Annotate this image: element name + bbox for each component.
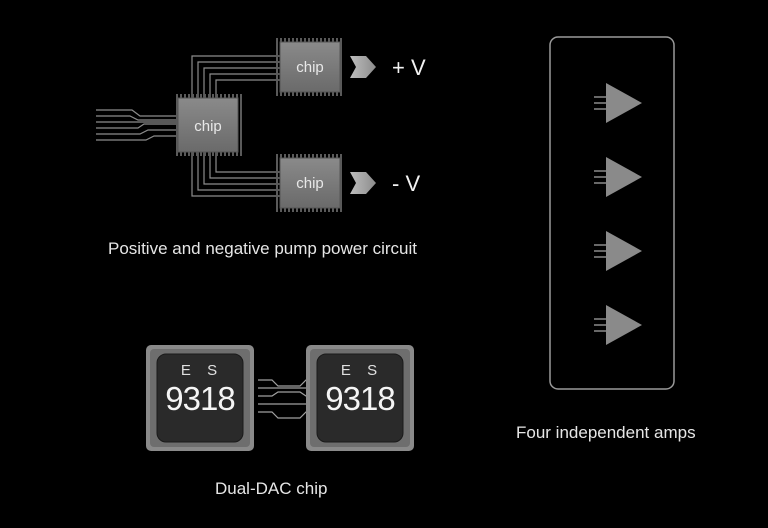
- dac-model-label: 9318: [165, 380, 234, 417]
- amp-icon: [594, 231, 642, 271]
- dac-link-traces: [258, 379, 312, 419]
- amps-panel: [549, 36, 675, 390]
- amp-icon: [594, 305, 642, 345]
- amp-list: [594, 83, 642, 345]
- chip-label: chip: [296, 59, 324, 76]
- arrow-right-icon: [350, 56, 376, 78]
- pump-circuit-caption: Positive and negative pump power circuit: [108, 239, 417, 258]
- dac-brand-label: E S: [341, 362, 383, 379]
- dac-model-label: 9318: [325, 380, 394, 417]
- chip-label: chip: [194, 118, 222, 135]
- dac-group: E S 9318 E S 9318: [146, 345, 414, 451]
- upper-traces: [191, 55, 280, 98]
- negative-voltage-label: - V: [392, 171, 420, 196]
- dac-caption: Dual-DAC chip: [215, 479, 328, 498]
- pump-chip-negative: chip: [276, 154, 344, 212]
- dac-brand-label: E S: [181, 362, 223, 379]
- chip-label: chip: [296, 175, 324, 192]
- amps-caption: Four independent amps: [516, 423, 696, 442]
- lower-traces: [191, 152, 280, 197]
- amp-triangle: [606, 83, 642, 123]
- pump-circuit: chip chip + V chip - V: [96, 38, 426, 212]
- amp-icon: [594, 157, 642, 197]
- pump-chip-center: chip: [174, 94, 242, 156]
- amp-icon: [594, 83, 642, 123]
- amp-triangle: [606, 305, 642, 345]
- amps-frame: [549, 36, 675, 390]
- arrow-right-icon: [350, 172, 376, 194]
- amp-triangle: [606, 157, 642, 197]
- positive-voltage-label: + V: [392, 55, 426, 80]
- pump-chip-positive: chip: [276, 38, 344, 96]
- dac-chip-left: E S 9318: [146, 345, 254, 451]
- dac-chip-right: E S 9318: [306, 345, 414, 451]
- input-traces: [96, 109, 178, 141]
- amp-triangle: [606, 231, 642, 271]
